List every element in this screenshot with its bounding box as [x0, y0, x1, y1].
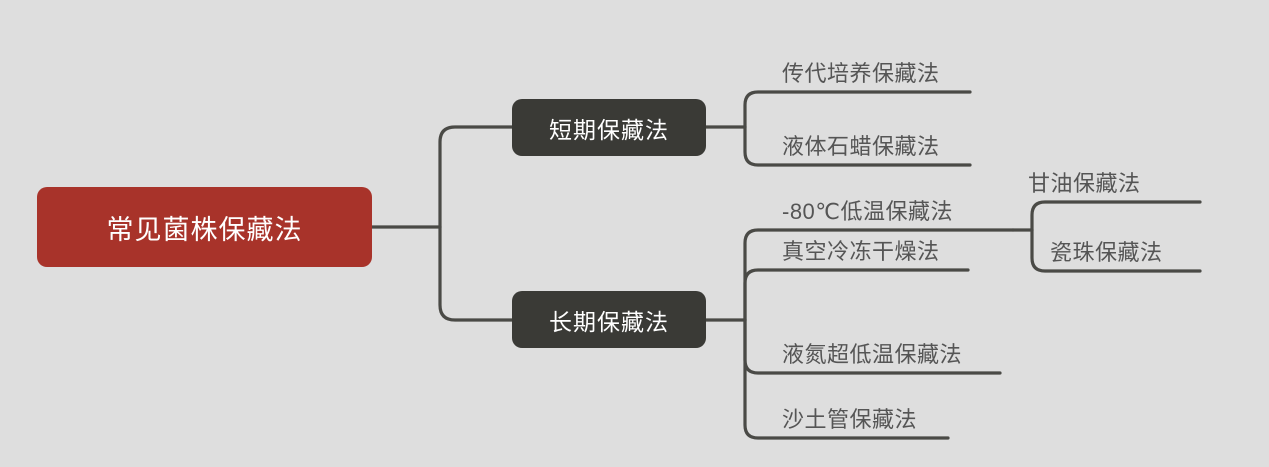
- branch-node-short-term-label: 短期保藏法: [549, 116, 669, 143]
- edge-short-term-to-subculture: [743, 90, 972, 129]
- edge-root-to-short-term: [438, 125, 514, 229]
- leaf-node-ceramic-bead-label: 瓷珠保藏法: [1050, 240, 1163, 265]
- leaf-node-minus80-label: -80℃低温保藏法: [782, 199, 954, 224]
- root-node-label: 常见菌株保藏法: [106, 214, 303, 245]
- leaf-node-liquid-paraffin-label: 液体石蜡保藏法: [782, 134, 940, 159]
- leaf-node-subculture-label: 传代培养保藏法: [782, 61, 940, 86]
- edge-root-to-long-term: [438, 225, 514, 322]
- leaf-node-liquid-paraffin[interactable]: 液体石蜡保藏法: [782, 125, 982, 163]
- leaf-node-liquid-nitrogen[interactable]: 液氮超低温保藏法: [782, 333, 1012, 371]
- leaf-node-vacuum-freeze-dry[interactable]: 真空冷冻干燥法: [782, 230, 982, 268]
- branch-node-long-term-label: 长期保藏法: [549, 308, 669, 335]
- branch-node-short-term[interactable]: 短期保藏法: [512, 99, 706, 156]
- leaf-node-minus80[interactable]: -80℃低温保藏法: [782, 190, 1012, 228]
- edge-long-term-to-vacuum-freeze-dry: [743, 268, 970, 322]
- leaf-node-sand-soil-tube-label: 沙土管保藏法: [782, 407, 918, 432]
- leaf-node-glycerol-label: 甘油保藏法: [1028, 171, 1141, 196]
- edge-minus80-to-glycerol: [1030, 200, 1202, 232]
- branch-node-long-term[interactable]: 长期保藏法: [512, 291, 706, 348]
- leaf-node-liquid-nitrogen-label: 液氮超低温保藏法: [782, 342, 963, 367]
- leaf-node-subculture[interactable]: 传代培养保藏法: [782, 52, 982, 90]
- root-node[interactable]: 常见菌株保藏法: [37, 187, 372, 267]
- leaf-node-ceramic-bead[interactable]: 瓷珠保藏法: [1050, 231, 1220, 269]
- leaf-node-vacuum-freeze-dry-label: 真空冷冻干燥法: [782, 239, 940, 264]
- leaf-node-sand-soil-tube[interactable]: 沙土管保藏法: [782, 398, 982, 436]
- leaf-node-glycerol[interactable]: 甘油保藏法: [1028, 162, 1198, 200]
